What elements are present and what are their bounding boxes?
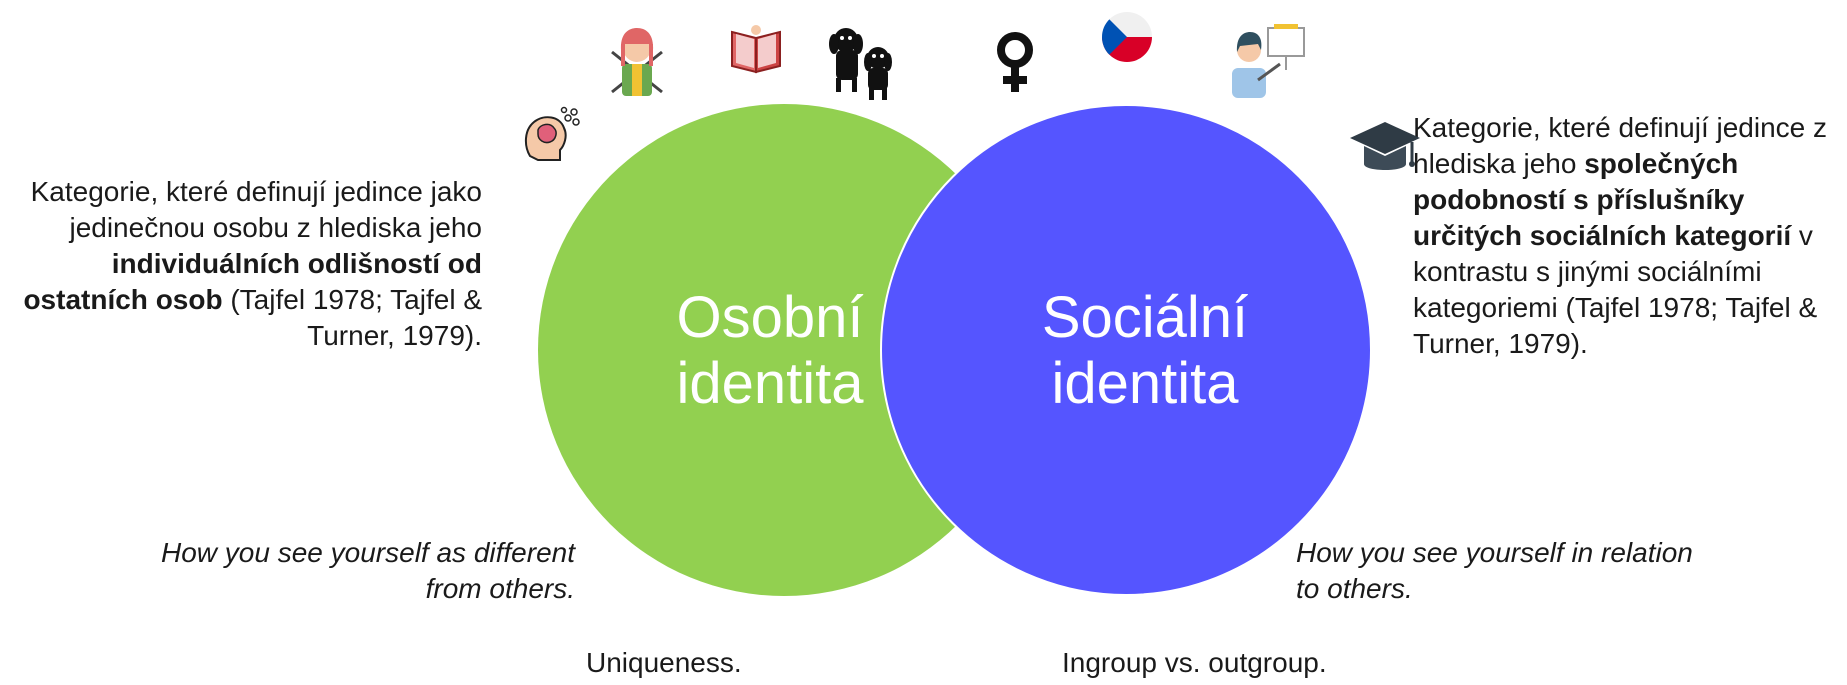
social-desc-text: Kategorie, které definují jedince z hled…: [1413, 112, 1828, 179]
personal-desc-bold: individuálních odlišností od ostatních o…: [23, 248, 482, 315]
dogs-icon: [826, 22, 900, 100]
social-identity-circle: [880, 104, 1372, 596]
brain-thinking-icon: [520, 106, 582, 162]
personal-identity-description: Kategorie, které definují jedince jako j…: [10, 174, 482, 354]
czech-flag-icon: [1100, 10, 1154, 64]
personal-desc-citation: (Tajfel 1978; Tajfel & Turner, 1979).: [222, 284, 482, 351]
female-symbol-icon: [992, 30, 1038, 96]
teacher-presentation-icon: [1228, 24, 1308, 98]
personal-identity-label-line2: identita: [676, 351, 864, 416]
personal-identity-label-line1: Osobní: [676, 285, 864, 350]
personal-identity-label: Osobní identita: [620, 285, 920, 417]
social-desc-bold: společných podobností s příslušníky urči…: [1413, 148, 1792, 251]
personal-desc-text: Kategorie, které definují jedince jako j…: [30, 176, 482, 243]
social-identity-description: Kategorie, které definují jedince z hled…: [1413, 110, 1843, 362]
social-identity-keyword: Ingroup vs. outgroup.: [1062, 647, 1327, 678]
graduation-cap-icon: [1348, 116, 1422, 180]
samurai-person-icon: [608, 22, 666, 96]
social-identity-label-line1: Sociální: [1041, 285, 1249, 350]
social-desc-citation: v kontrastu s jinými sociálními kategori…: [1413, 220, 1818, 359]
personal-identity-note: How you see yourself as different from o…: [161, 537, 575, 604]
social-identity-note: How you see yourself in relation to othe…: [1296, 537, 1693, 604]
social-identity-label-line2: identita: [1051, 351, 1239, 416]
social-identity-label: Sociální identita: [990, 285, 1300, 417]
open-book-icon: [728, 24, 784, 74]
personal-identity-keyword: Uniqueness.: [586, 647, 742, 678]
